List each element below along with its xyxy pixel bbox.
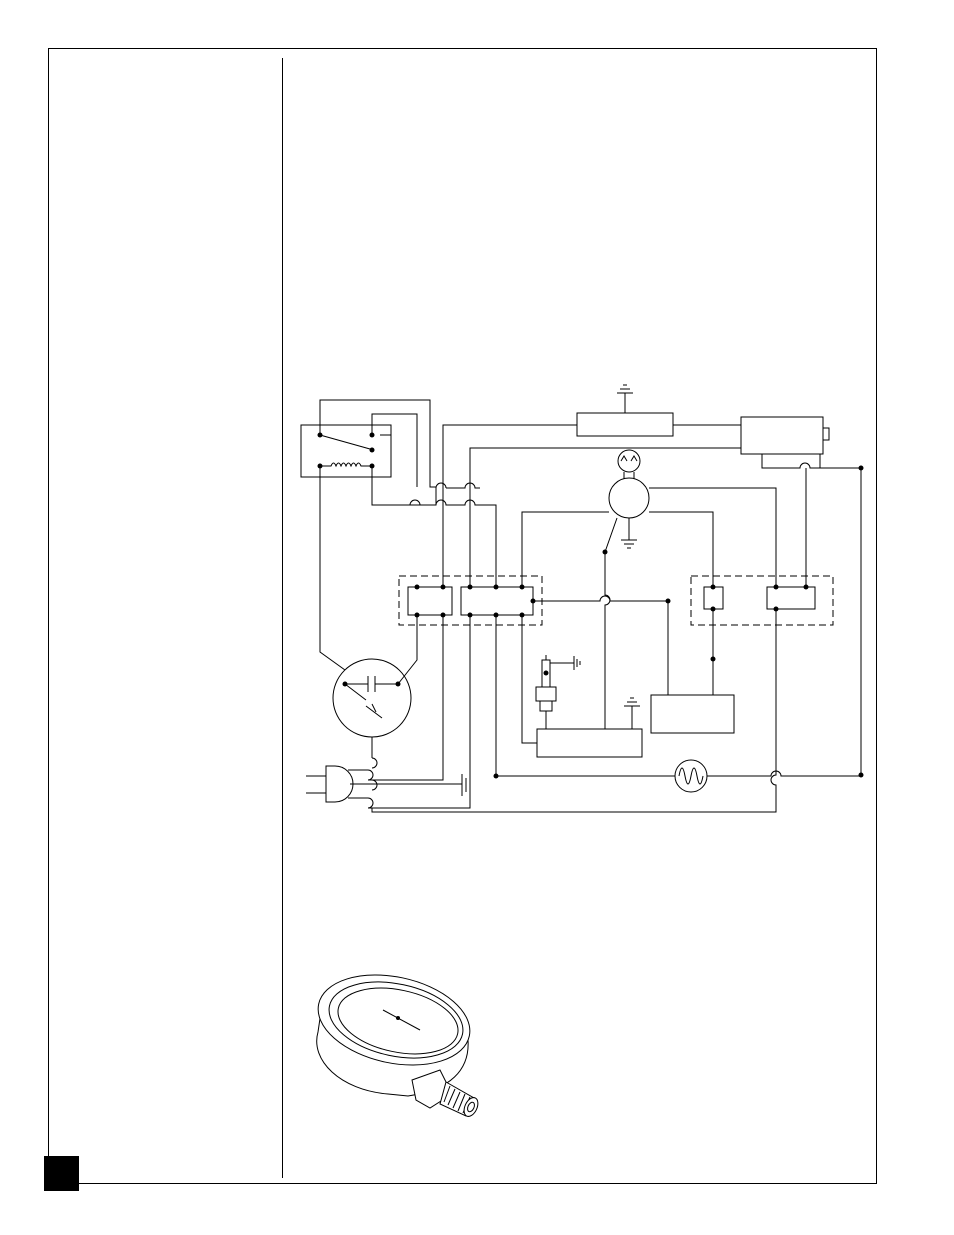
thermostat-switch [333,659,411,737]
heater-element [675,760,707,792]
right-terminal-group [691,576,833,625]
wiring-diagram [301,385,864,812]
control-module [651,695,734,733]
ignition-module [537,698,642,757]
relay-box [301,425,391,477]
motor [605,450,649,552]
right-switch-housing [741,417,829,468]
power-plug [306,766,353,802]
igniter [536,655,580,729]
pressure-gauge [310,962,481,1119]
top-control-bar [577,385,673,436]
